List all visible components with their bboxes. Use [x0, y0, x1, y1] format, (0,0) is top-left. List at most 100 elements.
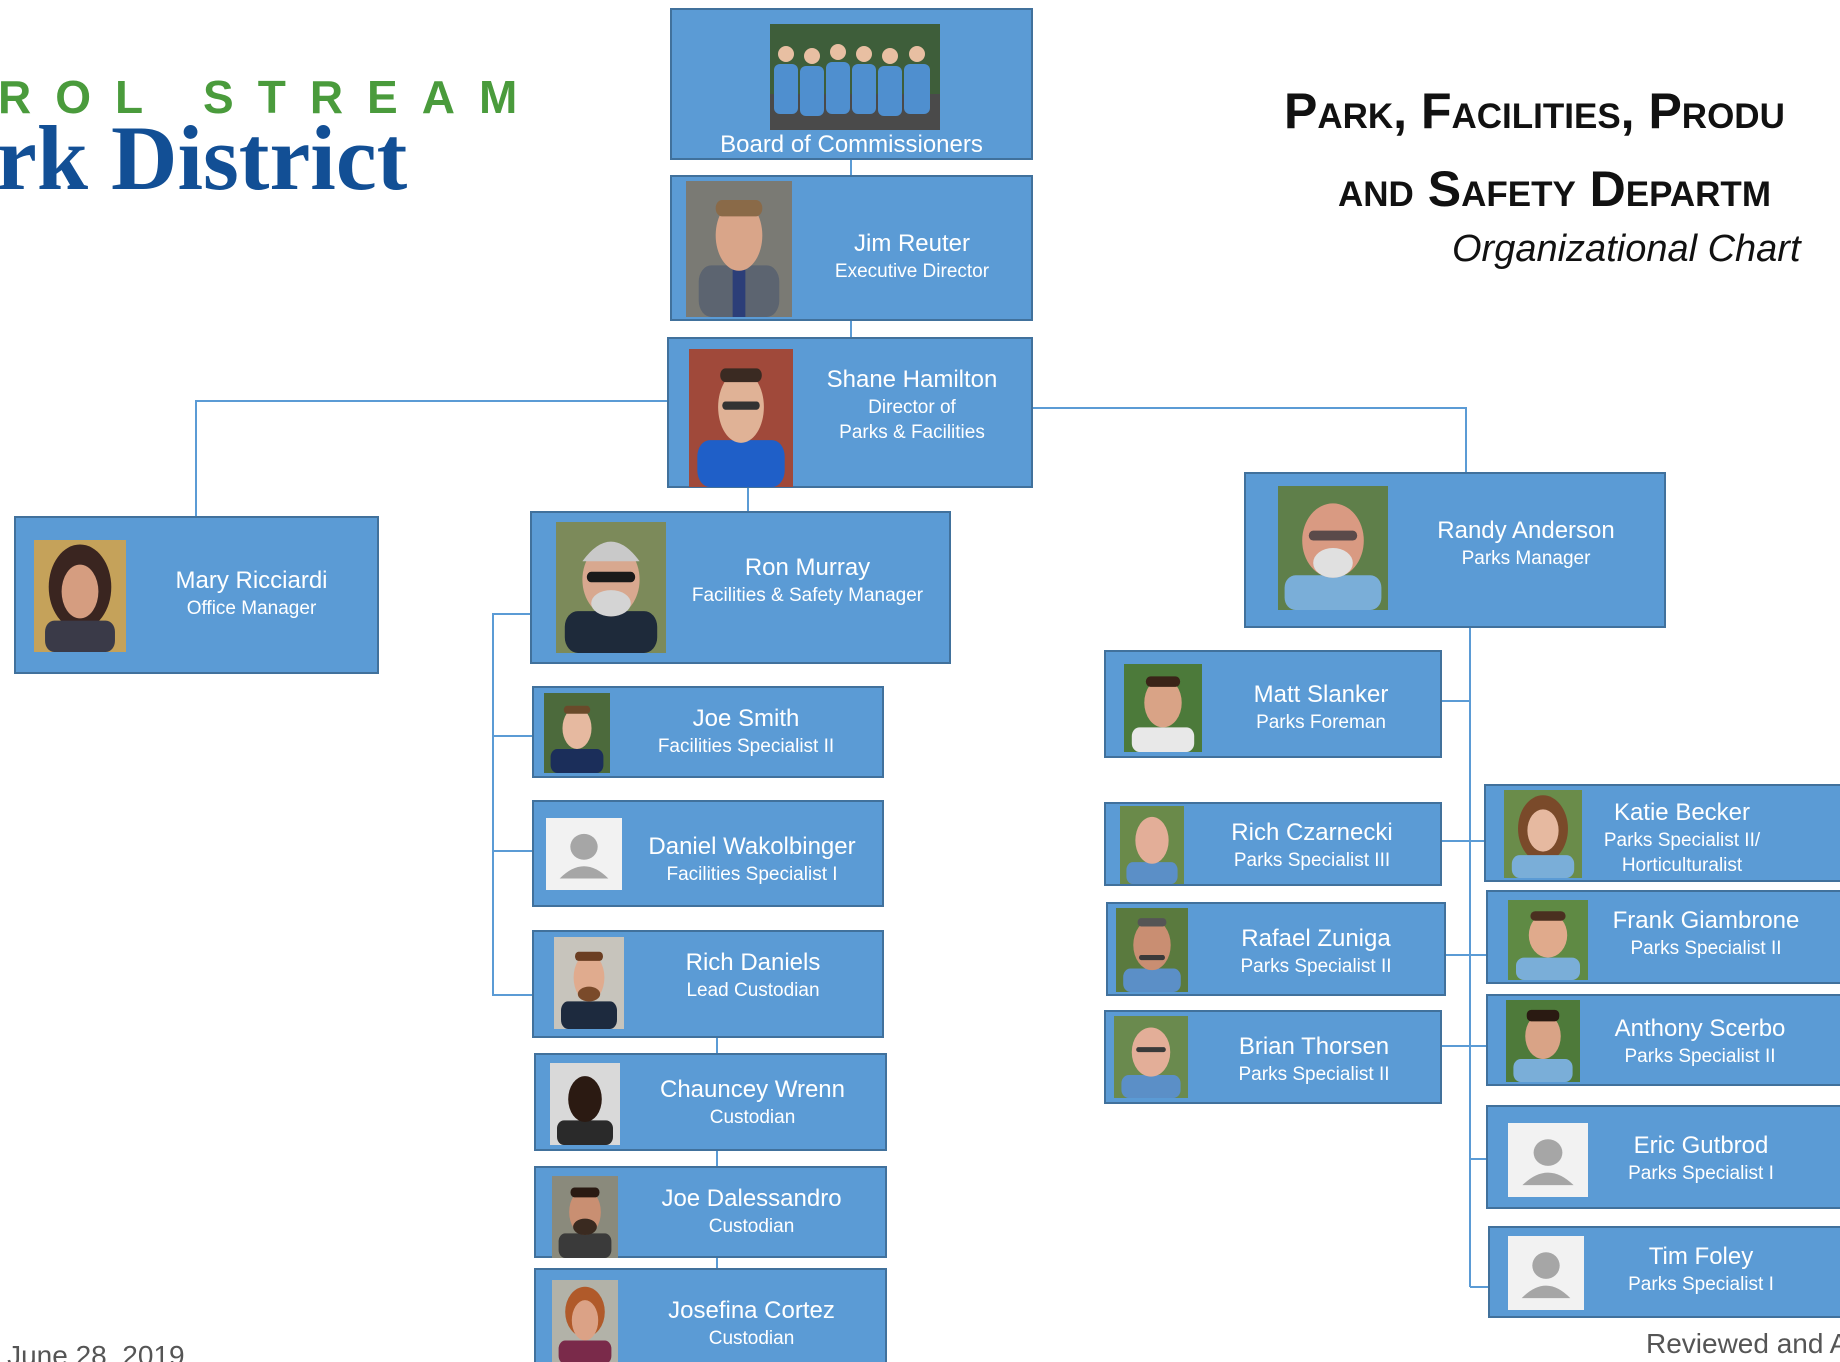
rich-czarnecki-text: Rich Czarnecki Parks Specialist III [1184, 818, 1440, 873]
photo-rafael-zuniga [1116, 908, 1188, 992]
rafael-zuniga-text: Rafael Zuniga Parks Specialist II [1188, 924, 1444, 979]
chauncey-wrenn-role: Custodian [709, 1107, 796, 1128]
katie-becker-text: Katie Becker Parks Specialist II/ Hortic… [1582, 798, 1782, 878]
jim-reuter-text: Jim Reuter Executive Director [792, 229, 1032, 284]
node-chauncey-wrenn: Chauncey Wrenn Custodian [534, 1053, 887, 1151]
tim-foley-role: Parks Specialist I [1628, 1274, 1774, 1295]
randy-anderson-name: Randy Anderson [1437, 517, 1615, 544]
node-board: Board of Commissioners [670, 8, 1033, 160]
photo-anthony-scerbo [1506, 1000, 1580, 1082]
brian-thorsen-text: Brian Thorsen Parks Specialist II [1188, 1032, 1440, 1087]
matt-slanker-role: Parks Foreman [1256, 712, 1386, 733]
logo-main-text: rk District [0, 107, 408, 209]
katie-becker-role-line1: Parks Specialist II/ [1603, 830, 1761, 851]
chauncey-wrenn-name: Chauncey Wrenn [660, 1076, 845, 1103]
node-rich-czarnecki: Rich Czarnecki Parks Specialist III [1104, 802, 1442, 886]
eric-gutbrod-role: Parks Specialist I [1628, 1163, 1774, 1184]
josefina-cortez-name: Josefina Cortez [668, 1297, 835, 1324]
node-ron-murray: Ron Murray Facilities & Safety Manager [530, 511, 951, 664]
node-josefina-cortez: Josefina Cortez Custodian [534, 1268, 887, 1362]
josefina-cortez-role: Custodian [708, 1328, 795, 1349]
photo-jim-reuter [686, 181, 792, 317]
joe-smith-role: Facilities Specialist II [657, 736, 835, 757]
photo-rich-daniels [554, 937, 624, 1029]
photo-frank-giambrone [1508, 900, 1588, 980]
frank-giambrone-name: Frank Giambrone [1612, 907, 1800, 934]
ron-murray-name: Ron Murray [744, 554, 871, 581]
photo-shane-hamilton [689, 349, 793, 487]
josefina-cortez-text: Josefina Cortez Custodian [618, 1296, 885, 1351]
mary-ricciardi-text: Mary Ricciardi Office Manager [126, 566, 377, 621]
placeholder-avatar-icon [546, 818, 622, 890]
matt-slanker-text: Matt Slanker Parks Foreman [1202, 680, 1440, 735]
jim-reuter-role: Executive Director [834, 261, 990, 282]
node-shane-hamilton: Shane Hamilton Director of Parks & Facil… [667, 337, 1033, 488]
eric-gutbrod-name: Eric Gutbrod [1633, 1132, 1769, 1159]
photo-matt-slanker [1124, 664, 1202, 752]
photo-josefina-cortez [552, 1280, 618, 1362]
daniel-wakolbinger-role: Facilities Specialist I [666, 864, 838, 885]
photo-rich-czarnecki [1120, 806, 1184, 884]
photo-ron-murray [556, 522, 666, 653]
rafael-zuniga-name: Rafael Zuniga [1241, 925, 1391, 952]
node-brian-thorsen: Brian Thorsen Parks Specialist II [1104, 1010, 1442, 1104]
brian-thorsen-name: Brian Thorsen [1238, 1033, 1390, 1060]
frank-giambrone-text: Frank Giambrone Parks Specialist II [1588, 906, 1824, 961]
footer-reviewed: Reviewed and A [1646, 1328, 1840, 1359]
katie-becker-role-line2: Horticulturalist [1621, 855, 1743, 876]
page-title-line1: Park, Facilities, Produ [1284, 83, 1785, 139]
katie-becker-name: Katie Becker [1613, 799, 1751, 826]
node-rafael-zuniga: Rafael Zuniga Parks Specialist II [1106, 902, 1446, 996]
joe-dalessandro-role: Custodian [708, 1216, 795, 1237]
photo-brian-thorsen [1114, 1016, 1188, 1098]
node-matt-slanker: Matt Slanker Parks Foreman [1104, 650, 1442, 758]
node-frank-giambrone: Frank Giambrone Parks Specialist II [1486, 890, 1840, 984]
placeholder-avatar-icon [1508, 1236, 1584, 1310]
daniel-wakolbinger-name: Daniel Wakolbinger [648, 833, 856, 860]
node-mary-ricciardi: Mary Ricciardi Office Manager [14, 516, 379, 674]
node-tim-foley: Tim Foley Parks Specialist I [1488, 1226, 1840, 1318]
node-eric-gutbrod: Eric Gutbrod Parks Specialist I [1486, 1105, 1840, 1209]
shane-hamilton-name: Shane Hamilton [826, 366, 998, 393]
photo-joe-smith [544, 693, 610, 773]
rich-daniels-text: Rich Daniels Lead Custodian [624, 948, 882, 1003]
brian-thorsen-role: Parks Specialist II [1238, 1064, 1390, 1085]
anthony-scerbo-text: Anthony Scerbo Parks Specialist II [1580, 1014, 1820, 1069]
joe-dalessandro-text: Joe Dalessandro Custodian [618, 1184, 885, 1239]
rich-daniels-name: Rich Daniels [685, 949, 821, 976]
node-joe-dalessandro: Joe Dalessandro Custodian [534, 1166, 887, 1258]
eric-gutbrod-text: Eric Gutbrod Parks Specialist I [1588, 1131, 1814, 1186]
rich-daniels-role: Lead Custodian [686, 980, 820, 1001]
photo-mary-ricciardi [34, 540, 126, 652]
placeholder-avatar-icon [1508, 1123, 1588, 1197]
footer-date: r June 28, 2019 [0, 1340, 185, 1362]
node-rich-daniels: Rich Daniels Lead Custodian [532, 930, 884, 1038]
matt-slanker-name: Matt Slanker [1253, 681, 1389, 708]
chauncey-wrenn-text: Chauncey Wrenn Custodian [620, 1075, 885, 1130]
photo-katie-becker [1504, 790, 1582, 878]
ron-murray-role: Facilities & Safety Manager [691, 585, 924, 606]
jim-reuter-name: Jim Reuter [853, 230, 971, 257]
anthony-scerbo-role: Parks Specialist II [1624, 1046, 1776, 1067]
shane-hamilton-role-line2: Parks & Facilities [839, 422, 985, 443]
page-title-line2: and Safety Departm [1338, 161, 1771, 217]
mary-ricciardi-role: Office Manager [186, 598, 317, 619]
node-jim-reuter: Jim Reuter Executive Director [670, 175, 1033, 321]
shane-hamilton-role-line1: Director of [868, 397, 956, 418]
node-randy-anderson: Randy Anderson Parks Manager [1244, 472, 1666, 628]
board-label-text: Board of Commissioners [720, 131, 983, 158]
shane-hamilton-text: Shane Hamilton Director of Parks & Facil… [793, 365, 1031, 445]
board-group-photo [770, 24, 940, 130]
photo-chauncey-wrenn [550, 1063, 620, 1145]
tim-foley-name: Tim Foley [1648, 1243, 1754, 1270]
randy-anderson-role: Parks Manager [1461, 548, 1591, 569]
node-anthony-scerbo: Anthony Scerbo Parks Specialist II [1486, 994, 1840, 1086]
node-katie-becker: Katie Becker Parks Specialist II/ Hortic… [1484, 784, 1840, 882]
mary-ricciardi-name: Mary Ricciardi [175, 567, 328, 594]
frank-giambrone-role: Parks Specialist II [1630, 938, 1782, 959]
rich-czarnecki-role: Parks Specialist III [1233, 850, 1391, 871]
page-subtitle: Organizational Chart [1452, 228, 1801, 270]
node-joe-smith: Joe Smith Facilities Specialist II [532, 686, 884, 778]
